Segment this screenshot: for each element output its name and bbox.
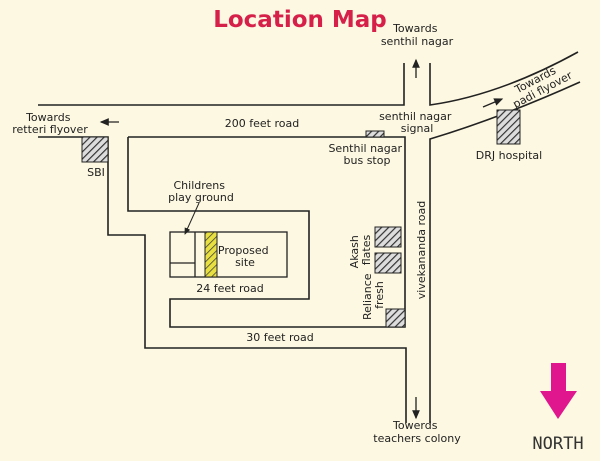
bus-stop-marker [365, 130, 385, 138]
akash-flates-building-1 [374, 226, 402, 248]
towards-senthil-nagar-label: Towards senthil nagar [381, 22, 454, 48]
play-ground-label: Childrens play ground [168, 179, 234, 204]
towards-teachers-colony-label: Towerds teachers colony [373, 419, 461, 445]
play-ground-leader [184, 202, 200, 235]
road-inner-loop [127, 136, 406, 328]
road-24ft-label: 24 feet road [196, 282, 263, 295]
road-padi-upper-edge [429, 51, 579, 106]
map-title: Location Map [213, 7, 387, 33]
roads [38, 51, 581, 423]
sbi-label: SBI [87, 166, 105, 179]
towards-padi-flyover-label: Towards padi flyover [505, 58, 575, 111]
arrow-icon [482, 98, 504, 108]
proposed-site-block [169, 231, 288, 278]
arrow-down-icon [540, 363, 577, 419]
road-30ft-label: 30 feet road [246, 331, 313, 344]
drj-hospital-building [496, 109, 521, 145]
road-200ft-label: 200 feet road [225, 117, 299, 130]
sbi-building [81, 136, 109, 163]
north-label: NORTH [532, 434, 583, 454]
drj-hospital-label: DRJ hospital [476, 149, 542, 162]
reliance-fresh-label: Reliance fresh [361, 270, 386, 320]
signal-label: senthil nagar signal [379, 110, 455, 135]
akash-flates-building-2 [374, 252, 402, 274]
road-200ft-north-edge [38, 63, 405, 106]
bus-stop-label: Senthil nagar bus stop [328, 142, 405, 167]
vivekananda-road-label: vivekananda road [415, 201, 428, 299]
proposed-site-label: Proposed site [218, 244, 272, 269]
proposed-site-plot [204, 231, 218, 278]
akash-flates-label: Akash flates [348, 232, 373, 269]
reliance-fresh-building [385, 308, 406, 328]
towards-retteri-flyover-label: Towards retteri flyover [12, 111, 88, 136]
